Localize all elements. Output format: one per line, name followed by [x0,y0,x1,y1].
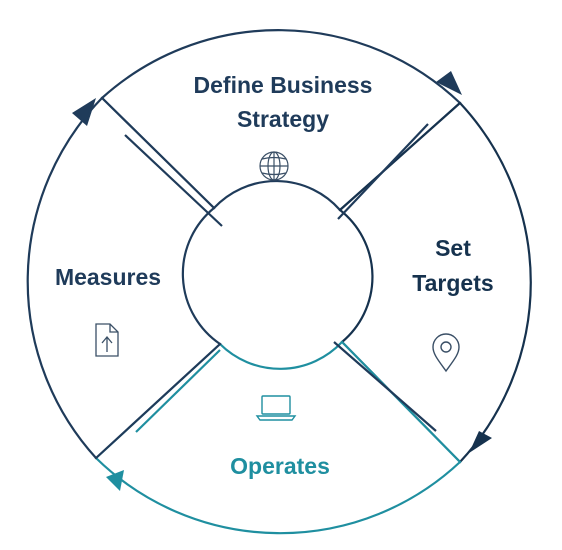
arrowhead-left-top [72,98,96,126]
label-measures: Measures [55,264,161,290]
label-set-targets-line1: Set [435,235,471,261]
arrowhead-right-bottom [469,431,492,453]
label-set-targets-line2: Targets [412,270,493,296]
label-define-business-line1: Define Business [194,72,373,98]
document-upload-icon [95,323,119,357]
arrowhead-bottom-left [106,470,124,491]
segment-right-outline [338,101,532,464]
segment-bottom-outline [94,340,462,535]
spoke-top-left [124,134,223,227]
spoke-bottom-left [135,349,221,433]
arrowhead-top-right [436,71,462,95]
label-define-business-line2: Strategy [237,106,329,132]
globe-icon [259,151,289,181]
segment-top-outline [100,29,462,212]
location-pin-icon [432,333,460,373]
segment-left-outline [26,96,222,460]
label-operates: Operates [230,453,330,479]
laptop-icon [255,395,297,421]
spoke-bottom-right [333,341,437,432]
spoke-top-right [337,123,429,220]
